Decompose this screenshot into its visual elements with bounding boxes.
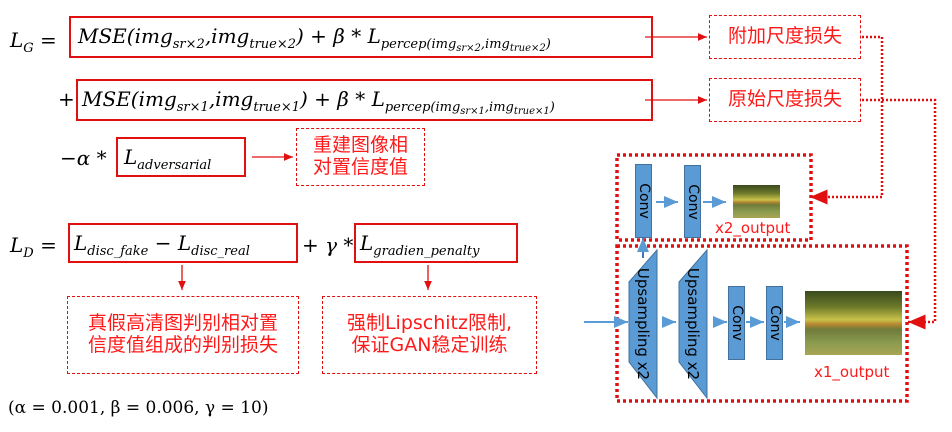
lg-lhs: LG = [10,28,57,56]
upsampling-block-1 [628,248,658,400]
adversarial-note: 重建图像相对置信度值 [296,128,425,186]
gp-term-formula: Lgradien_penalty [360,231,480,259]
disc-term-box [68,223,298,263]
upsampling-block-2 [678,248,708,400]
x2-conv-2: Conv [684,165,701,238]
gamma-term: + γ * [302,233,354,257]
alpha-term: −α * [60,146,107,170]
x1-output-image [805,291,902,355]
x1-conv-1: Conv [728,286,745,360]
extra-loss-to-x2-output [810,35,884,205]
upsampling-1: Upsampling x2 [634,267,652,381]
ld-lhs: LD = [10,233,57,261]
mse-x1-formula: MSE(imgsr×1,imgtrue×1) + β * Lpercep(img… [82,87,555,117]
adversarial-formula: Ladversarial [124,145,212,173]
x2-branch-box [615,153,813,242]
mse-x2-formula: MSE(imgsr×2,imgtrue×2) + β * Lpercep(img… [78,24,551,54]
disc-term-formula: Ldisc_fake − Ldisc_real [74,231,250,259]
original-scale-loss-note: 原始尺度损失 [709,78,861,122]
plus-sign: + [58,87,75,111]
x2-output-image [733,185,780,218]
upsampling-2: Upsampling x2 [684,267,702,381]
disc-loss-note: 真假高清图判别相对置信度值组成的判别损失 [67,296,299,374]
x1-conv-2: Conv [766,286,783,360]
gradient-penalty-note: 强制Lipschitz限制,保证GAN稳定训练 [322,296,537,374]
x2-output-label: x2_output [715,219,791,237]
adversarial-box [116,137,246,177]
x2-conv-1: Conv [635,164,652,238]
hyperparameters: (α = 0.001, β = 0.006, γ = 10) [8,398,269,418]
extra-scale-loss-note: 附加尺度损失 [709,15,861,59]
gp-term-box [354,223,518,263]
original-loss-to-x1-output [862,98,937,330]
x1-output-label: x1_output [814,363,890,381]
